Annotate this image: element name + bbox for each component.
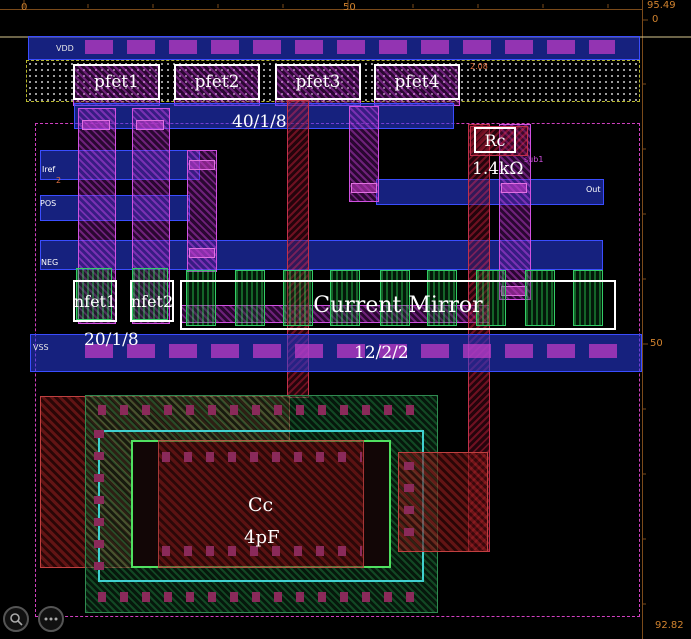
cap-contacts-bottom [98, 592, 428, 602]
vss-label: VSS [33, 343, 49, 352]
neg-label: NEG [41, 258, 59, 267]
contact [501, 183, 527, 193]
mirror-device[interactable] [525, 270, 555, 326]
pos-label: POS [40, 199, 57, 208]
vdd-contacts [85, 40, 615, 54]
mirror-device[interactable] [427, 270, 457, 326]
vss-contacts [85, 344, 625, 358]
ruler-tick-50: 50 [343, 2, 356, 13]
contact [351, 183, 377, 193]
ruler-corner-top: 95.49 [647, 0, 676, 11]
nfet2-label: nfet2 [130, 280, 174, 322]
pfet2-label: pfet2 [174, 64, 260, 100]
cap-contacts-inner-bottom [162, 546, 362, 556]
mirror-device[interactable] [573, 270, 603, 326]
vdd-label: VDD [56, 44, 74, 53]
cc-value-label: 4pF [244, 527, 280, 548]
mirror-size-label: 12/2/2 [354, 343, 409, 363]
pfet1-label: pfet1 [73, 64, 160, 100]
mirror-device[interactable] [380, 270, 410, 326]
cap-contacts-via [404, 462, 414, 550]
cap-contacts-top [98, 405, 428, 415]
mirror-device[interactable] [186, 270, 216, 326]
pfet-size-label: 40/1/8 [232, 112, 287, 132]
ruler-right-0: 0 [652, 14, 659, 25]
pfet4-label: pfet4 [374, 64, 460, 100]
out-label: Out [586, 185, 601, 194]
nfet-size-label: 20/1/8 [84, 330, 139, 350]
pfet3-label: pfet3 [275, 64, 361, 100]
magnifier-icon[interactable] [3, 606, 29, 632]
mirror-device[interactable] [283, 270, 313, 326]
nfet1-label: nfet1 [73, 280, 117, 322]
cap-contacts-left [94, 430, 104, 580]
rc-value-label: 1.4kΩ [472, 159, 524, 179]
top-ruler [0, 0, 642, 10]
more-icon[interactable] [38, 606, 64, 632]
mirror-device[interactable] [76, 268, 112, 320]
current-mirror-label: Current Mirror [180, 280, 616, 330]
sub-label: sub1 [524, 155, 544, 164]
contact [189, 160, 215, 170]
mirror-device[interactable] [235, 270, 265, 326]
mirror-device[interactable] [476, 270, 506, 326]
ruler-right-50: 50 [650, 338, 663, 349]
right-ruler [642, 0, 643, 639]
iref-label: Iref [42, 165, 56, 174]
mirror-device[interactable] [132, 268, 168, 320]
pin-two-label: 2 [56, 176, 62, 185]
contact [82, 120, 110, 130]
contact [189, 248, 215, 258]
cap-contacts-inner-top [162, 452, 362, 462]
out-metal[interactable] [376, 179, 604, 205]
contact [136, 120, 164, 130]
ruler-corner-bottom: 92.82 [655, 620, 684, 631]
rc-label: Rc [474, 127, 516, 153]
dim-208: 2.08 [470, 62, 488, 71]
cc-label: Cc [248, 494, 274, 516]
mirror-device[interactable] [330, 270, 360, 326]
iref-metal[interactable] [40, 150, 200, 180]
